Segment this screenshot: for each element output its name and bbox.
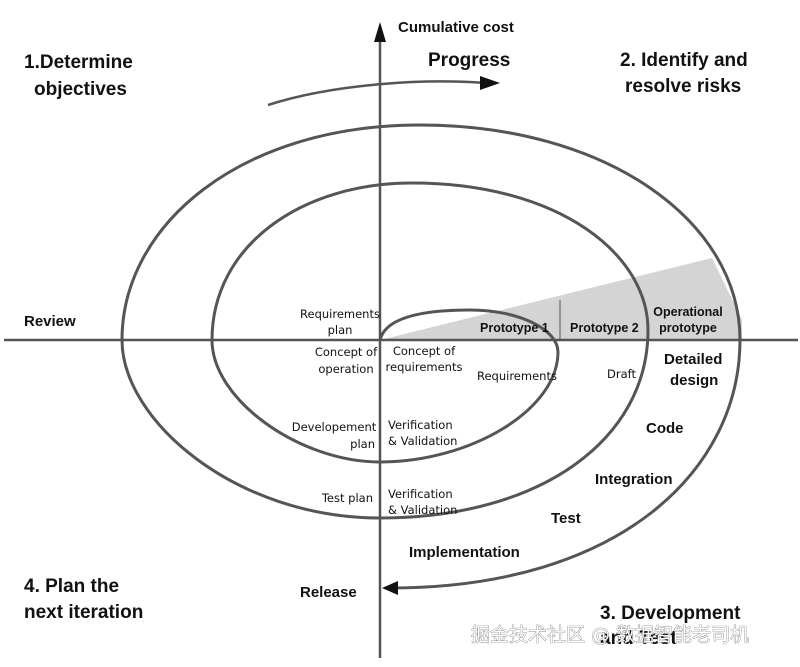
- review-label: Review: [24, 313, 76, 330]
- verification-2-line-1: Verification: [388, 487, 453, 501]
- quadrant-3-line-2: and Test: [600, 628, 677, 649]
- concept-of-operation-line-1: Concept of: [315, 345, 378, 359]
- code-label: Code: [646, 420, 684, 437]
- quadrant-2-line-1: 2. Identify and: [620, 50, 748, 71]
- requirements-label: Requirements: [477, 369, 557, 383]
- spiral-path: [120, 123, 742, 590]
- test-label: Test: [551, 510, 581, 527]
- verification-1-line-2: & Validation: [388, 434, 457, 448]
- progress-arrow: [267, 80, 486, 107]
- y-axis-title: Cumulative cost: [398, 19, 514, 36]
- operational-prototype-line-2: prototype: [659, 321, 717, 335]
- quadrant-1-line-1: 1.Determine: [24, 52, 133, 73]
- verification-1-line-1: Verification: [388, 418, 453, 432]
- concept-of-operation-line-2: operation: [318, 362, 373, 376]
- prototype-2-label: Prototype 2: [570, 321, 639, 335]
- concept-of-requirements-line-1: Concept of: [393, 344, 456, 358]
- watermark-text: 掘金技术社区 @ 数据智能老司机: [471, 624, 749, 646]
- developement-plan-line-1: Developement: [292, 420, 377, 434]
- release-arrowhead: [382, 581, 398, 595]
- implementation-label: Implementation: [409, 544, 520, 561]
- detailed-design-line-2: design: [670, 372, 718, 389]
- quadrant-2-line-2: resolve risks: [625, 76, 741, 97]
- operational-prototype-line-1: Operational: [653, 305, 722, 319]
- prototype-risk-wedge: [380, 258, 742, 340]
- requirements-plan-line-2: plan: [328, 323, 353, 337]
- y-axis-arrowhead: [374, 22, 386, 42]
- progress-arrowhead: [480, 76, 500, 90]
- quadrant-4-line-2: next iteration: [24, 602, 143, 623]
- draft-label: Draft: [607, 367, 636, 381]
- concept-of-requirements-line-2: requirements: [386, 360, 463, 374]
- verification-2-line-2: & Validation: [388, 503, 457, 517]
- quadrant-4-line-1: 4. Plan the: [24, 576, 119, 597]
- detailed-design-line-1: Detailed: [664, 351, 722, 368]
- quadrant-1-line-2: objectives: [34, 79, 127, 100]
- progress-label: Progress: [428, 50, 510, 71]
- quadrant-3-line-1: 3. Development: [600, 603, 741, 624]
- release-label: Release: [300, 584, 357, 601]
- integration-label: Integration: [595, 471, 673, 488]
- developement-plan-line-2: plan: [350, 437, 375, 451]
- prototype-1-label: Prototype 1: [480, 321, 549, 335]
- requirements-plan-line-1: Requirements: [300, 307, 380, 321]
- test-plan-label: Test plan: [321, 491, 373, 505]
